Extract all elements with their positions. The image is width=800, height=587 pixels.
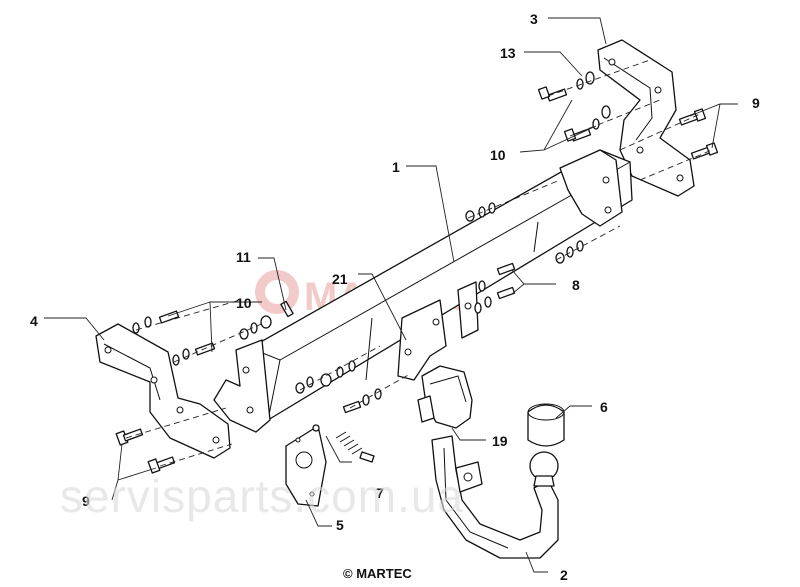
- label-part-3: 3: [530, 11, 538, 27]
- label-part-10-right: 10: [490, 147, 506, 163]
- label-part-19: 19: [492, 433, 508, 449]
- socket-housing: [417, 365, 473, 429]
- assembly-axis-lines: [125, 59, 713, 467]
- label-part-1: 1: [392, 159, 400, 175]
- label-part-7: 7: [376, 485, 384, 501]
- tow-ball-neck: [431, 435, 559, 559]
- main-crossbar: [213, 149, 633, 433]
- left-side-bracket: [95, 323, 231, 459]
- label-part-13: 13: [500, 45, 516, 61]
- label-part-8: 8: [572, 277, 580, 293]
- right-side-bracket: [597, 39, 695, 197]
- label-part-2: 2: [560, 567, 568, 583]
- label-part-11: 11: [236, 249, 251, 265]
- ball-cover-cap: [527, 403, 565, 447]
- label-part-5: 5: [336, 517, 344, 533]
- label-part-6: 6: [600, 399, 608, 415]
- label-part-21: 21: [332, 271, 348, 287]
- watermark-site-text: servisparts.com.ua: [60, 470, 464, 522]
- label-part-4: 4: [30, 313, 38, 329]
- spring-bolt: [312, 424, 375, 463]
- fastener-set-left: [115, 300, 382, 474]
- footer-copyright: © MARTEC: [343, 566, 412, 581]
- label-part-10-left: 10: [236, 295, 252, 311]
- label-part-9-right: 9: [752, 95, 760, 111]
- leader-lines: [44, 17, 738, 573]
- socket-mounting-plate: [285, 425, 327, 507]
- fastener-set-center: [465, 202, 584, 314]
- label-part-9-left: 9: [82, 493, 90, 509]
